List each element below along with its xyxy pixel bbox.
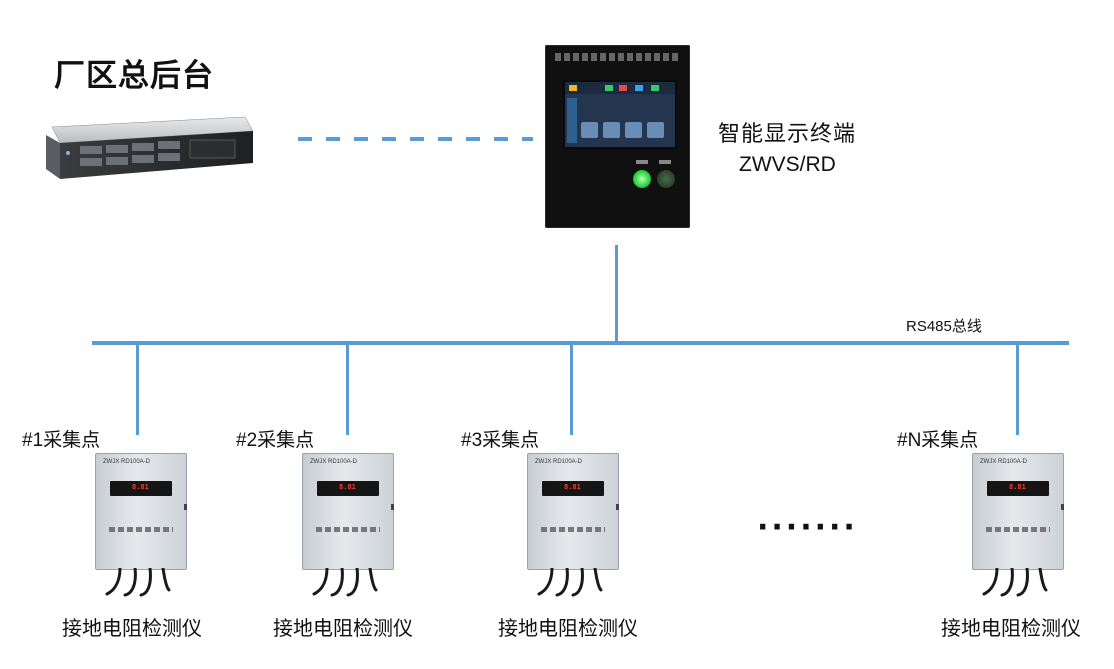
- meter-display-value: 8.81: [132, 483, 149, 491]
- meter-display-value: 8.81: [339, 483, 356, 491]
- screen-status-icon: [651, 85, 659, 91]
- network-link-dashed: [298, 137, 533, 141]
- device-label-3: 接地电阻检测仪: [498, 616, 638, 640]
- meter-model-text: ZWJX RD100A-D: [310, 459, 358, 465]
- device-label-2: 接地电阻检测仪: [273, 616, 413, 640]
- screen-tile: [581, 122, 598, 138]
- meter-caption-text: [986, 527, 1050, 532]
- meter-latch: [1061, 504, 1064, 510]
- meter-latch: [616, 504, 619, 510]
- meter-latch: [184, 504, 187, 510]
- backend-title: 厂区总后台: [54, 58, 214, 94]
- meter-cables-2: [312, 568, 378, 597]
- bus-drop-line-2: [346, 343, 349, 435]
- meter-display-value: 8.81: [564, 483, 581, 491]
- rs485-bus-line: [92, 341, 1069, 345]
- meter-caption-text: [109, 527, 173, 532]
- meter-display: 8.81: [110, 481, 172, 496]
- node-label-1: #1采集点: [22, 430, 101, 451]
- meter-display: 8.81: [987, 481, 1049, 496]
- ground-resistance-meter-n: ZWJX RD100A-D 8.81: [972, 453, 1064, 570]
- node-label-2: #2采集点: [236, 430, 315, 451]
- meter-caption-text: [316, 527, 380, 532]
- meter-cables-1: [105, 568, 171, 597]
- node-label-3: #3采集点: [461, 430, 540, 451]
- screen-status-icon: [619, 85, 627, 91]
- screen-tile: [603, 122, 620, 138]
- ground-resistance-meter-1: ZWJX RD100A-D 8.81: [95, 453, 187, 570]
- button-label-text: [659, 160, 671, 164]
- fault-indicator: [657, 170, 675, 188]
- screen-status-icon: [635, 85, 643, 91]
- meter-caption-text: [541, 527, 605, 532]
- meter-cables-3: [537, 568, 603, 597]
- screen-status-icon: [605, 85, 613, 91]
- meter-model-text: ZWJX RD100A-D: [535, 459, 583, 465]
- more-nodes-ellipsis: ·······: [757, 510, 858, 545]
- screen-tile: [647, 122, 664, 138]
- display-terminal-cabinet: [545, 45, 690, 228]
- device-label-n: 接地电阻检测仪: [941, 616, 1081, 640]
- terminal-model: ZWVS/RD: [739, 153, 836, 176]
- server-icon: [46, 116, 254, 179]
- ground-resistance-meter-2: ZWJX RD100A-D 8.81: [302, 453, 394, 570]
- meter-model-text: ZWJX RD100A-D: [103, 459, 151, 465]
- ground-resistance-meter-3: ZWJX RD100A-D 8.81: [527, 453, 619, 570]
- bus-drop-line-n: [1016, 343, 1019, 435]
- terminal-title: 智能显示终端: [718, 122, 857, 147]
- device-label-1: 接地电阻检测仪: [62, 616, 202, 640]
- bus-drop-line-1: [136, 343, 139, 435]
- power-indicator-green: [633, 170, 651, 188]
- terminal-to-bus-line: [615, 245, 618, 343]
- bus-label: RS485总线: [906, 318, 982, 335]
- meter-latch: [391, 504, 394, 510]
- node-label-n: #N采集点: [897, 430, 979, 451]
- screen-sidebar: [567, 98, 577, 143]
- meter-display: 8.81: [317, 481, 379, 496]
- button-label-text: [636, 160, 648, 164]
- meter-cables-n: [982, 568, 1048, 597]
- meter-model-text: ZWJX RD100A-D: [980, 459, 1028, 465]
- meter-display: 8.81: [542, 481, 604, 496]
- meter-display-value: 8.81: [1009, 483, 1026, 491]
- terminal-screen: [563, 80, 677, 149]
- bus-drop-line-3: [570, 343, 573, 435]
- screen-tile: [625, 122, 642, 138]
- terminal-header-text: [555, 53, 680, 61]
- screen-status-icon: [569, 85, 577, 91]
